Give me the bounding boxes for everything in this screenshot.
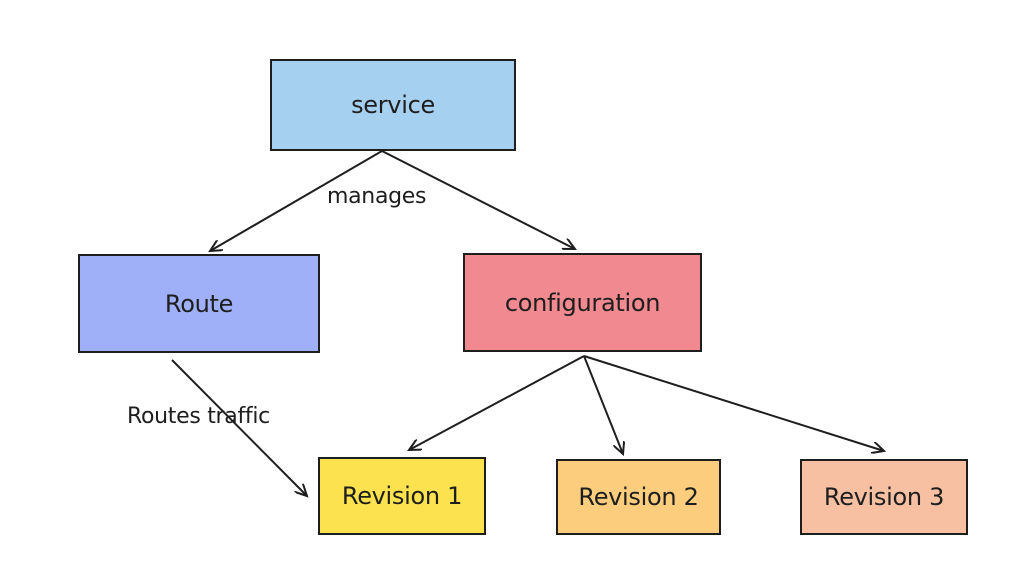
route-node: Route <box>78 254 320 353</box>
configuration-node: configuration <box>463 253 702 352</box>
configuration-label: configuration <box>504 288 661 317</box>
routes-traffic-edge-label: Routes traffic <box>127 404 270 429</box>
manages-edge-label: manages <box>327 184 427 209</box>
revision-1-label: Revision 1 <box>341 482 463 510</box>
edge-configuration-revision3 <box>583 355 884 451</box>
service-label: service <box>351 91 435 119</box>
route-label: Route <box>164 289 234 318</box>
revision-2-label: Revision 2 <box>578 483 699 511</box>
edge-configuration-revision2 <box>583 355 623 454</box>
service-node: service <box>270 59 516 151</box>
edge-route-revision1 <box>171 359 307 496</box>
revision-2-node: Revision 2 <box>556 459 721 535</box>
revision-3-label: Revision 3 <box>823 483 945 511</box>
revision-1-node: Revision 1 <box>318 457 486 535</box>
revision-3-node: Revision 3 <box>800 459 968 535</box>
edge-configuration-revision1 <box>409 355 585 450</box>
edge-service-configuration <box>381 150 575 249</box>
edge-service-route <box>210 150 383 251</box>
